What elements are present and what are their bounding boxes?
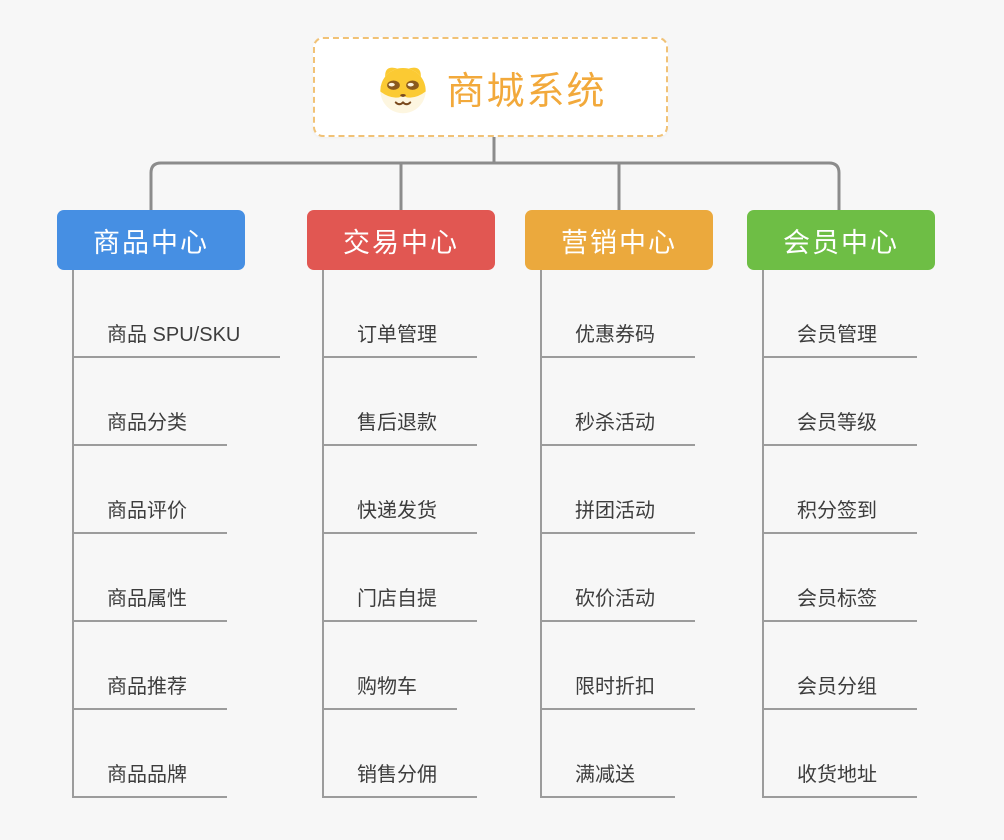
mindmap-node[interactable]: 会员管理 — [764, 270, 917, 358]
mindmap-node[interactable]: 积分签到 — [764, 446, 917, 534]
mindmap-node[interactable]: 商品评价 — [74, 446, 227, 534]
mindmap-node[interactable]: 满减送 — [542, 710, 675, 798]
mindmap-node[interactable]: 砍价活动 — [542, 534, 695, 622]
mindmap-node[interactable]: 售后退款 — [324, 358, 477, 446]
branch-marketing-center: 营销中心 优惠券码 秒杀活动 拼团活动 砍价活动 限时折扣 满减送 — [525, 210, 713, 798]
branch-header[interactable]: 营销中心 — [525, 210, 713, 270]
mindmap-node[interactable]: 商品属性 — [74, 534, 227, 622]
mindmap-node[interactable]: 订单管理 — [324, 270, 477, 358]
mindmap-node[interactable]: 优惠券码 — [542, 270, 695, 358]
root-node[interactable]: 商城系统 — [313, 37, 668, 137]
branch-header[interactable]: 会员中心 — [747, 210, 935, 270]
mindmap-node[interactable]: 拼团活动 — [542, 446, 695, 534]
mindmap-node[interactable]: 会员标签 — [764, 534, 917, 622]
mindmap-node[interactable]: 快递发货 — [324, 446, 477, 534]
branch-trade-center: 交易中心 订单管理 售后退款 快递发货 门店自提 购物车 销售分佣 — [307, 210, 495, 798]
mindmap-node[interactable]: 秒杀活动 — [542, 358, 695, 446]
mindmap-node[interactable]: 会员分组 — [764, 622, 917, 710]
dog-face-icon — [380, 67, 427, 114]
branch-item-list: 优惠券码 秒杀活动 拼团活动 砍价活动 限时折扣 满减送 — [540, 270, 713, 798]
branch-product-center: 商品中心 商品 SPU/SKU 商品分类 商品评价 商品属性 商品推荐 商品品牌 — [57, 210, 281, 798]
mindmap-node[interactable]: 会员等级 — [764, 358, 917, 446]
branch-item-list: 会员管理 会员等级 积分签到 会员标签 会员分组 收货地址 — [762, 270, 935, 798]
mindmap-node[interactable]: 限时折扣 — [542, 622, 695, 710]
branch-header[interactable]: 交易中心 — [307, 210, 495, 270]
branch-member-center: 会员中心 会员管理 会员等级 积分签到 会员标签 会员分组 收货地址 — [747, 210, 935, 798]
mindmap-node[interactable]: 门店自提 — [324, 534, 477, 622]
mindmap-node[interactable]: 商品 SPU/SKU — [74, 270, 281, 358]
branch-item-list: 商品 SPU/SKU 商品分类 商品评价 商品属性 商品推荐 商品品牌 — [72, 270, 281, 798]
mindmap-node[interactable]: 购物车 — [324, 622, 457, 710]
root-title: 商城系统 — [446, 70, 607, 113]
mindmap-node[interactable]: 商品推荐 — [74, 622, 227, 710]
mindmap-node[interactable]: 商品品牌 — [74, 710, 227, 798]
mindmap-node[interactable]: 销售分佣 — [324, 710, 477, 798]
branch-header[interactable]: 商品中心 — [57, 210, 245, 270]
mindmap-node[interactable]: 收货地址 — [764, 710, 917, 798]
mindmap-node[interactable]: 商品分类 — [74, 358, 227, 446]
branch-item-list: 订单管理 售后退款 快递发货 门店自提 购物车 销售分佣 — [322, 270, 495, 798]
